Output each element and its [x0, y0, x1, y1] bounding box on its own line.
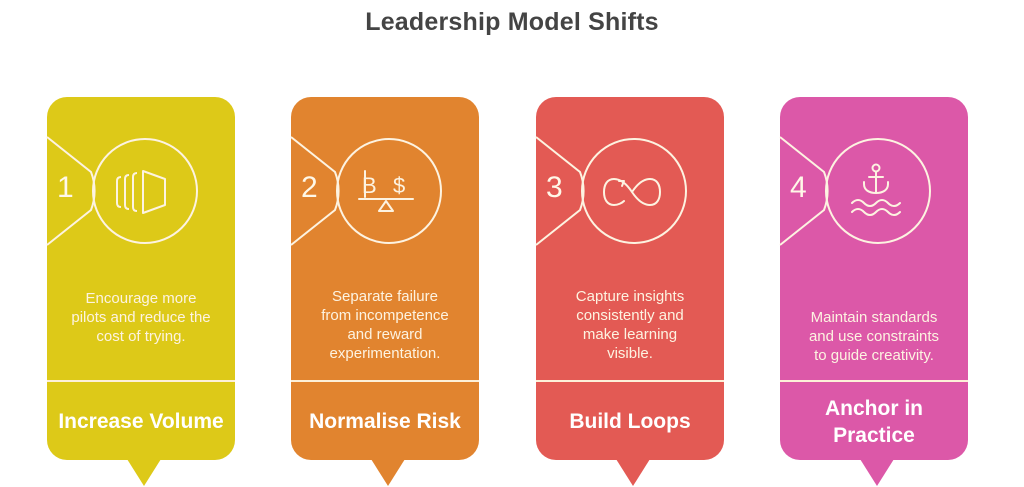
infinity-loop-icon — [603, 178, 661, 206]
step-number: 3 — [546, 171, 563, 204]
chevron-circle-decoration — [535, 136, 687, 246]
description: Encourage more pilots and reduce the cos… — [71, 290, 211, 345]
description: Separate failure from incompetence and r… — [321, 288, 449, 362]
chevron-circle-decoration — [46, 136, 198, 246]
description: Capture insights consistently and make l… — [575, 288, 685, 362]
step-card-2: 2 B $ Separate failure from incompetence… — [290, 97, 479, 486]
divider — [780, 380, 968, 382]
chevron-circle-decoration — [779, 136, 931, 246]
step-number: 1 — [57, 171, 74, 204]
card-label: Increase Volume — [58, 410, 224, 433]
divider — [47, 380, 235, 382]
pointer-triangle — [371, 459, 405, 486]
page-title: Leadership Model Shifts — [365, 8, 659, 36]
divider — [291, 380, 479, 382]
svg-text:$: $ — [393, 173, 405, 198]
step-number: 2 — [301, 171, 318, 204]
pointer-triangle — [616, 459, 650, 486]
divider — [536, 380, 724, 382]
balance-scale-currency-icon: B $ — [358, 170, 414, 212]
description: Maintain standards and use constraints t… — [808, 309, 940, 364]
card-label: Anchor in Practice — [825, 396, 923, 447]
pointer-triangle — [127, 459, 161, 486]
step-number: 4 — [790, 171, 807, 204]
chevron-circle-decoration — [290, 136, 442, 246]
card-label: Build Loops — [569, 410, 691, 433]
card-label: Normalise Risk — [309, 410, 461, 433]
pointer-triangle — [860, 459, 894, 486]
step-card-1: 1 Encourage more pilots and reduce the c… — [46, 97, 235, 486]
volume-layers-icon — [116, 170, 166, 214]
step-card-4: 4 Maintain standards and use constraints… — [779, 97, 968, 486]
step-card-3: 3 Capture insights consistently and make… — [535, 97, 724, 486]
anchor-icon — [851, 163, 901, 216]
